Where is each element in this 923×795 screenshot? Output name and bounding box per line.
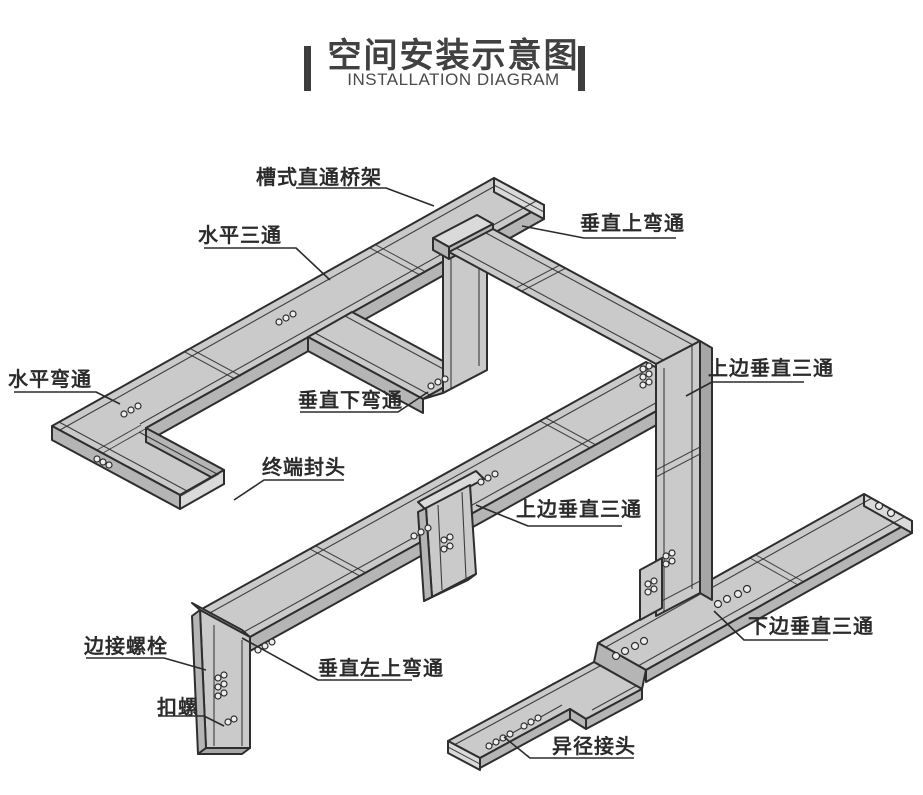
label-vertical-up-elbow: 垂直上弯通 bbox=[580, 213, 685, 235]
reducing-tray bbox=[447, 642, 647, 771]
page-title: 空间安装示意图 bbox=[327, 37, 580, 75]
left-post bbox=[191, 602, 251, 755]
bolt-clusters bbox=[93, 310, 896, 750]
title-bar-right bbox=[578, 46, 585, 91]
label-straight-tray: 槽式直通桥架 bbox=[256, 167, 382, 189]
leader-lines bbox=[14, 187, 828, 759]
label-buckle-screw: 扣螺 bbox=[157, 697, 199, 719]
page-subtitle: INSTALLATION DIAGRAM bbox=[347, 70, 560, 89]
right-vertical-tray bbox=[655, 340, 713, 617]
label-horizontal-elbow: 水平弯通 bbox=[8, 369, 92, 391]
label-reducer-joint: 异径接头 bbox=[552, 736, 636, 758]
label-horizontal-tee: 水平三通 bbox=[198, 225, 282, 247]
label-lower-vertical-tee: 下边垂直三通 bbox=[748, 616, 874, 638]
title-bar-left bbox=[304, 46, 311, 91]
label-end-cap: 终端封头 bbox=[262, 457, 346, 479]
label-upper-vertical-tee-right: 上边垂直三通 bbox=[708, 358, 834, 380]
label-vertical-down-elbow: 垂直下弯通 bbox=[298, 390, 403, 412]
label-vertical-left-up-elbow: 垂直左上弯通 bbox=[318, 658, 444, 680]
label-upper-vertical-tee-mid: 上边垂直三通 bbox=[516, 499, 642, 521]
label-connecting-bolt: 边接螺栓 bbox=[84, 636, 168, 658]
